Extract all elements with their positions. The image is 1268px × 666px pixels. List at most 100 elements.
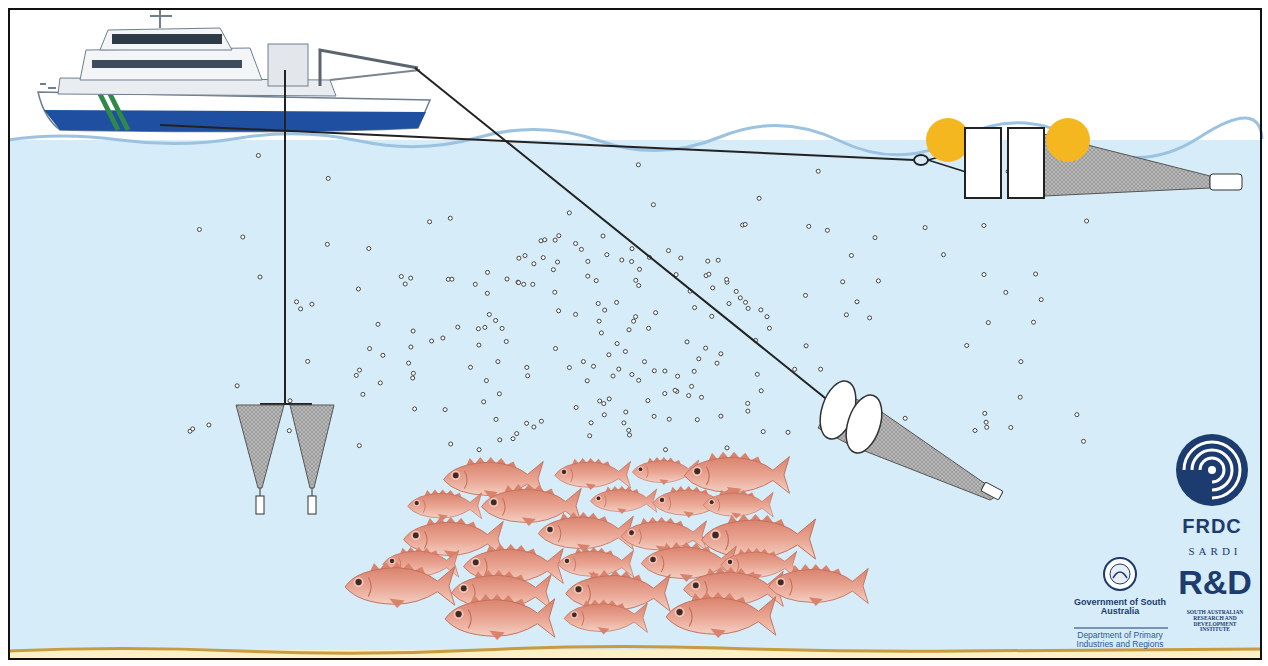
fish-egg bbox=[647, 326, 651, 330]
snapper bbox=[345, 562, 455, 608]
fish-egg bbox=[299, 307, 303, 311]
cabin-windows bbox=[92, 60, 242, 68]
fish-egg bbox=[711, 286, 715, 290]
logo-disc bbox=[1176, 434, 1248, 506]
fish-egg bbox=[376, 322, 380, 326]
fish-egg bbox=[557, 234, 561, 238]
fish-egg bbox=[310, 302, 314, 306]
fish-egg bbox=[1009, 426, 1013, 430]
fish-egg bbox=[539, 419, 543, 423]
fish-egg bbox=[258, 275, 262, 279]
fish-egg bbox=[615, 342, 619, 346]
fish-egg bbox=[746, 409, 750, 413]
bridge bbox=[100, 28, 232, 50]
logo-mark-text: R&D bbox=[1175, 565, 1255, 601]
oblique-net bbox=[415, 68, 1003, 500]
fish-egg bbox=[693, 306, 697, 310]
fish-egg bbox=[876, 279, 880, 283]
logo-swirl bbox=[1192, 450, 1232, 490]
fish-egg bbox=[607, 353, 611, 357]
crest-inner bbox=[1110, 564, 1130, 584]
fish-egg bbox=[428, 220, 432, 224]
fish-egg bbox=[973, 429, 977, 433]
fish-egg bbox=[743, 222, 747, 226]
fish-egg bbox=[411, 329, 415, 333]
net-cone bbox=[290, 405, 334, 488]
fish-egg bbox=[841, 280, 845, 284]
fish-egg bbox=[868, 316, 872, 320]
fish-egg bbox=[624, 410, 628, 414]
fish-egg bbox=[1032, 320, 1036, 324]
snapper bbox=[703, 489, 773, 519]
fish-egg bbox=[767, 326, 771, 330]
fish-egg bbox=[630, 260, 634, 264]
fish-egg bbox=[725, 446, 729, 450]
fish-egg bbox=[532, 425, 536, 429]
fish-egg bbox=[676, 374, 680, 378]
fish-egg bbox=[517, 281, 521, 285]
fish-egg bbox=[354, 373, 358, 377]
fish-egg bbox=[985, 425, 989, 429]
fish-egg bbox=[532, 262, 536, 266]
fish-egg bbox=[725, 277, 729, 281]
fish-egg bbox=[598, 399, 602, 403]
fish-egg bbox=[522, 282, 526, 286]
fish-egg bbox=[585, 379, 589, 383]
fish-egg bbox=[487, 313, 491, 317]
fish-egg bbox=[581, 360, 585, 364]
fish-egg bbox=[746, 306, 750, 310]
fish-egg bbox=[497, 392, 501, 396]
fish-egg bbox=[494, 417, 498, 421]
fish-egg bbox=[441, 336, 445, 340]
snapper bbox=[684, 452, 789, 496]
a-frame bbox=[320, 50, 418, 86]
tow-line bbox=[160, 125, 914, 160]
fish-egg bbox=[679, 256, 683, 260]
fish-egg bbox=[634, 315, 638, 319]
fish-egg bbox=[450, 277, 454, 281]
crest-bird bbox=[1113, 572, 1127, 578]
fish-egg bbox=[574, 406, 578, 410]
fish-egg bbox=[923, 226, 927, 230]
snapper bbox=[666, 592, 776, 638]
fish-egg bbox=[707, 272, 711, 276]
fish-egg bbox=[1075, 413, 1079, 417]
fish-egg bbox=[804, 293, 808, 297]
fish-egg bbox=[589, 421, 593, 425]
fish-egg bbox=[456, 325, 460, 329]
fish-egg bbox=[715, 361, 719, 365]
fish-egg bbox=[761, 430, 765, 434]
fish-egg bbox=[1082, 439, 1086, 443]
fish-egg bbox=[807, 224, 811, 228]
fish-school bbox=[345, 452, 868, 640]
fish-egg bbox=[844, 313, 848, 317]
fish-egg bbox=[759, 389, 763, 393]
fish-egg bbox=[983, 411, 987, 415]
fish-egg bbox=[634, 278, 638, 282]
net-frame bbox=[1008, 128, 1044, 198]
fish-egg bbox=[554, 347, 558, 351]
fish-egg bbox=[241, 235, 245, 239]
snapper bbox=[564, 599, 647, 634]
fish-egg bbox=[627, 328, 631, 332]
mast bbox=[150, 10, 172, 28]
fish-egg bbox=[1019, 360, 1023, 364]
fish-egg bbox=[986, 321, 990, 325]
fish-egg bbox=[515, 432, 519, 436]
fish-egg bbox=[306, 359, 310, 363]
fish-egg bbox=[579, 247, 583, 251]
fish-egg bbox=[325, 242, 329, 246]
fish-egg bbox=[638, 267, 642, 271]
fish-egg bbox=[632, 319, 636, 323]
fish-egg bbox=[667, 249, 671, 253]
fish-egg bbox=[473, 282, 477, 286]
fish-egg bbox=[652, 414, 656, 418]
fish-egg bbox=[746, 401, 750, 405]
bridge-windows bbox=[112, 34, 222, 44]
fish-egg bbox=[627, 428, 631, 432]
fish-egg bbox=[526, 374, 530, 378]
fish-egg bbox=[622, 421, 626, 425]
fish-egg bbox=[663, 369, 667, 373]
fish-egg bbox=[256, 154, 260, 158]
